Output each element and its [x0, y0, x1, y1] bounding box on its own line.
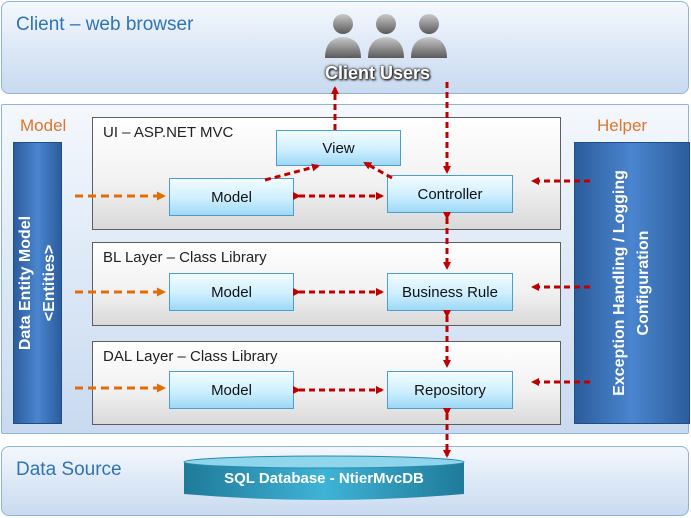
controller-to-view-arrow: [363, 161, 393, 180]
controller-box: Controller: [387, 175, 513, 213]
ui-layer-title: UI – ASP.NET MVC: [103, 124, 234, 141]
client-users-label: Client Users: [325, 63, 431, 83]
model-side-label: Model: [20, 116, 67, 135]
helper-side-label: Helper: [597, 116, 648, 135]
bl-layer-title: BL Layer – Class Library: [103, 249, 267, 266]
dal-layer-title: DAL Layer – Class Library: [103, 348, 278, 365]
helper-panel: Exception Handling / Logging Configurati…: [574, 142, 690, 424]
dal-model-box: Model: [169, 371, 294, 409]
datasource-title: Data Source: [16, 459, 122, 480]
business-rule-box: Business Rule: [387, 273, 513, 311]
ui-model-box: Model: [169, 178, 294, 216]
client-users-icon-group: [322, 10, 452, 60]
sql-database-label: SQL Database - NtierMvcDB: [224, 470, 424, 487]
model-to-view-arrow: [264, 163, 320, 182]
client-title: Client – web browser: [16, 14, 194, 35]
view-box: View: [276, 130, 401, 166]
bl-model-box: Model: [169, 273, 294, 311]
person-icon: [325, 14, 361, 58]
data-entity-model-panel: Data Entity Model <Entities>: [13, 142, 62, 424]
person-icon: [411, 14, 447, 58]
person-icon: [368, 14, 404, 58]
sql-database-cylinder: SQL Database - NtierMvcDB: [182, 454, 466, 504]
